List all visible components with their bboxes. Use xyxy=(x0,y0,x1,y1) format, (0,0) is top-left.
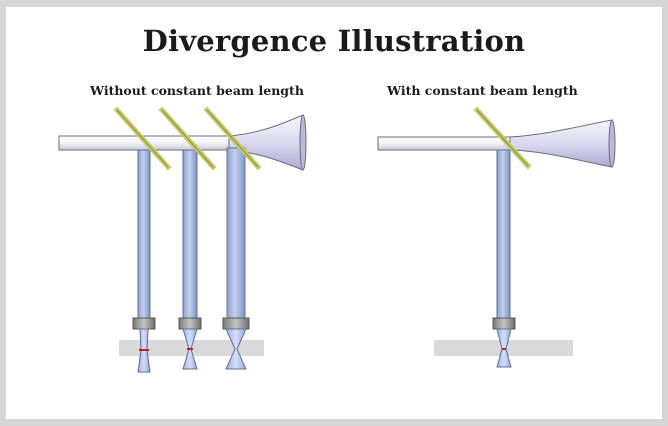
left-vertical-tube-2 xyxy=(182,149,198,319)
right-panel xyxy=(377,106,616,368)
left-panel-caption: Without constant beam length xyxy=(90,83,304,98)
left-vertical-tube-1 xyxy=(137,149,151,319)
focusing-nozzle-icon xyxy=(222,317,250,330)
right-expander-rim xyxy=(608,119,616,168)
left-expander-rim xyxy=(299,114,307,171)
right-panel-caption: With constant beam length xyxy=(387,83,578,98)
left-vertical-tube-3 xyxy=(226,147,246,319)
beam-splitter-mirror-edge-icon xyxy=(206,109,259,168)
focusing-nozzle-icon xyxy=(132,317,156,330)
beam-splitter-mirror-edge-icon xyxy=(476,109,529,167)
right-vertical-tube xyxy=(496,149,511,319)
focusing-nozzle-icon xyxy=(178,317,202,330)
left-panel xyxy=(58,106,307,373)
laser-cone-icon xyxy=(225,328,247,370)
page-title: Divergence Illustration xyxy=(142,24,526,58)
focusing-nozzle-icon xyxy=(492,317,516,330)
beam-splitter-mirror-edge-icon xyxy=(161,109,214,168)
beam-splitter-mirror-edge-icon xyxy=(116,109,169,168)
right-horizontal-beam-tube xyxy=(377,136,511,151)
